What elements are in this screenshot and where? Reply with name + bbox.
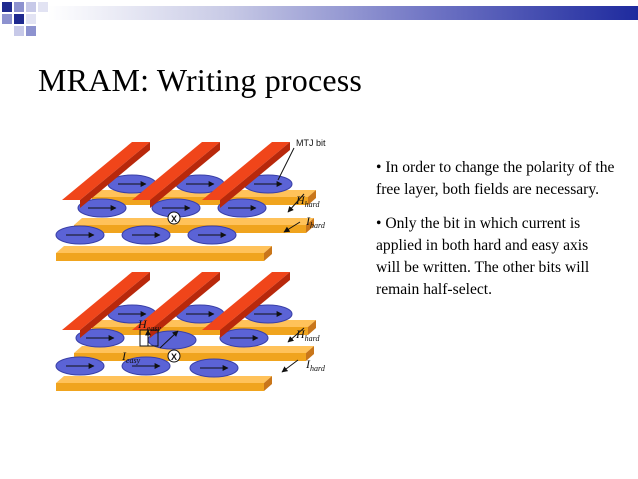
upper-line (132, 272, 220, 338)
lower-line (74, 218, 314, 233)
upper-line (62, 272, 150, 338)
bullet-dot: • (376, 159, 386, 176)
svg-text:X: X (171, 214, 177, 224)
selected-bit-marker: X (167, 211, 181, 225)
decor-square (26, 26, 36, 36)
h-hard-arrow (287, 327, 305, 343)
slide-title: MRAM: Writing process (38, 62, 363, 98)
upper-line (132, 142, 220, 208)
mram-write-figure: X MTJ bit Hhard Ihard (36, 128, 366, 403)
top-array: X MTJ bit Hhard Ihard (55, 138, 326, 261)
decor-square (2, 14, 12, 24)
mtj-pointer (277, 147, 295, 181)
i-easy-label: Ieasy (121, 349, 141, 365)
bit (151, 198, 201, 218)
bullet-dot: • (376, 215, 386, 232)
bit (55, 356, 105, 376)
bit (77, 198, 127, 218)
upper-line (62, 142, 150, 208)
bit (217, 198, 267, 218)
lower-line (56, 246, 272, 261)
decor-square (26, 14, 36, 24)
lower-line (74, 346, 314, 361)
bit (55, 225, 105, 245)
decor-square (38, 2, 48, 12)
selected-bit-marker: X (167, 349, 181, 363)
header-decoration (0, 0, 638, 40)
bit (121, 225, 171, 245)
upper-line (202, 142, 290, 208)
bit (75, 328, 125, 348)
h-hard-label: Hhard (295, 327, 320, 343)
bottom-array: X Heasy Ieasy Hhard Ihard (55, 272, 326, 391)
upper-line (202, 272, 290, 338)
decor-square (14, 26, 24, 36)
i-hard-arrow (281, 359, 299, 373)
h-hard-arrow (287, 193, 305, 213)
bit (189, 358, 239, 378)
decor-square (2, 2, 12, 12)
bullet-text: In order to change the polarity of the f… (376, 159, 615, 198)
decor-square (14, 14, 24, 24)
svg-text:X: X (171, 352, 177, 362)
bullet-list: • In order to change the polarity of the… (376, 157, 616, 313)
h-hard-label: Hhard (295, 193, 320, 209)
i-hard-label: Ihard (305, 214, 326, 230)
bit (121, 356, 171, 376)
h-easy-label: Heasy (137, 317, 161, 333)
lower-line (56, 376, 272, 391)
i-hard-arrow (283, 221, 301, 233)
bit (187, 225, 237, 245)
decor-square (26, 2, 36, 12)
decor-square (14, 2, 24, 12)
i-hard-label: Ihard (305, 357, 326, 373)
bullet-item: • Only the bit in which current is appli… (376, 213, 616, 301)
header-gradient-bar (48, 6, 638, 20)
mtj-bit-label: MTJ bit (296, 138, 326, 148)
bullet-item: • In order to change the polarity of the… (376, 157, 616, 201)
bit (219, 328, 269, 348)
bullet-text: Only the bit in which current is applied… (376, 215, 590, 298)
